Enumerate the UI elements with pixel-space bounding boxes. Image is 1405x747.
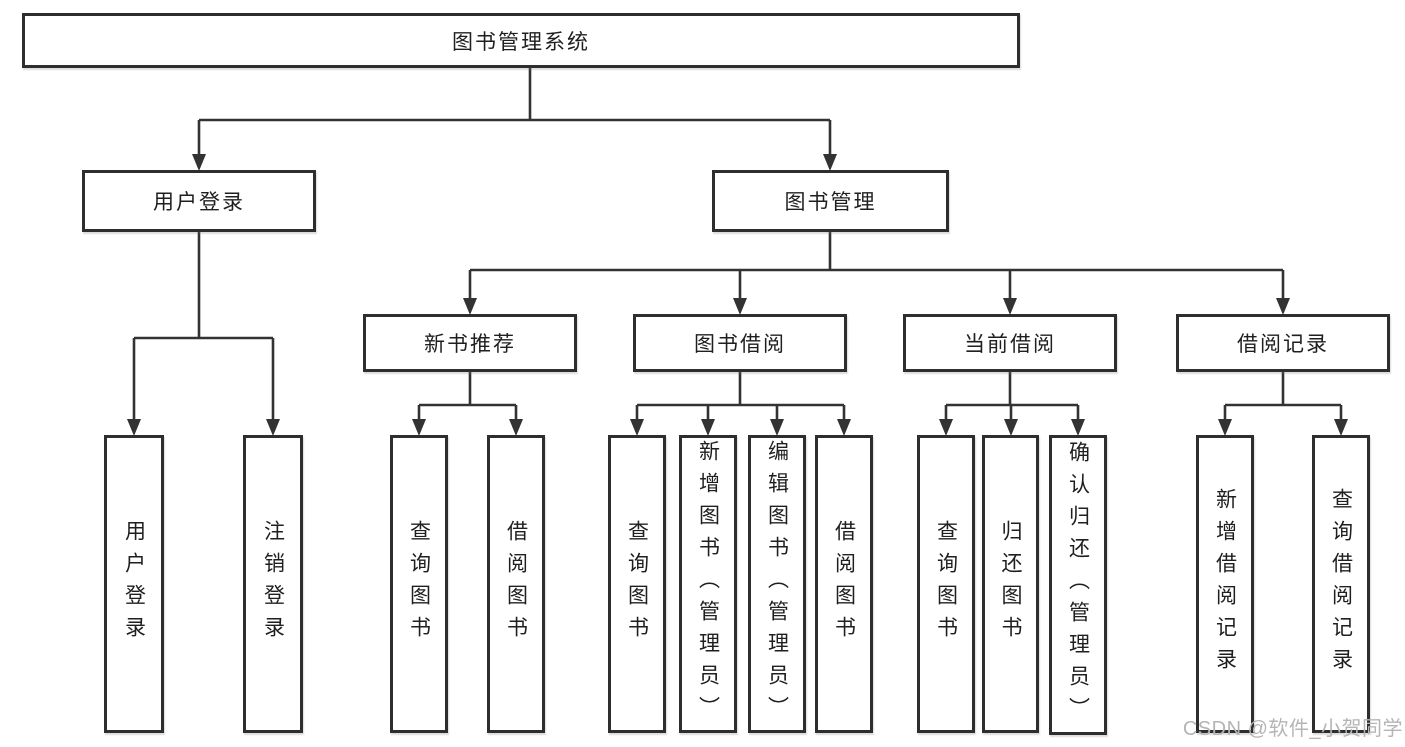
leaf-edit-book-admin: 编辑图书（管理员） [748,435,806,733]
leaf-user-login: 用户登录 [104,435,164,733]
connector-root-to-level1 [192,68,837,171]
node-library-management-system: 图书管理系统 [22,13,1020,68]
node-book-management: 图书管理 [712,170,949,232]
node-book-management-label: 图书管理 [784,191,877,214]
node-new-book-recommend: 新书推荐 [363,314,577,372]
node-current-borrow: 当前借阅 [903,314,1117,372]
connector-borrow-record-to-children [1218,372,1348,436]
leaf-query-book-current: 查询图书 [917,435,975,733]
leaf-confirm-return-admin-label: 确认归还（管理员） [1066,441,1090,729]
leaf-borrow-book-label: 借阅图书 [832,520,856,648]
leaf-add-borrow-record-label: 新增借阅记录 [1213,488,1237,680]
leaf-borrow-book-recommend: 借阅图书 [487,435,545,733]
leaf-query-book-current-label: 查询图书 [934,520,958,648]
node-current-borrow-label: 当前借阅 [964,333,1056,356]
connector-book-borrow-to-children [630,372,851,436]
leaf-return-book: 归还图书 [982,435,1039,733]
node-book-borrow: 图书借阅 [633,314,847,372]
node-library-management-system-label: 图书管理系统 [452,30,590,54]
leaf-borrow-book: 借阅图书 [815,435,873,733]
leaf-return-book-label: 归还图书 [999,520,1022,648]
leaf-query-borrow-record: 查询借阅记录 [1312,435,1370,733]
connector-book-management-to-level2 [463,232,1290,315]
csdn-watermark: CSDN @软件_小贺同学 [1182,718,1403,740]
leaf-user-login-label: 用户登录 [122,520,146,648]
leaf-edit-book-admin-label: 编辑图书（管理员） [765,440,789,728]
connector-new-book-to-children [412,372,523,436]
leaf-query-borrow-record-label: 查询借阅记录 [1329,488,1353,680]
node-user-login-label: 用户登录 [153,191,245,214]
leaf-add-book-admin: 新增图书（管理员） [679,435,737,733]
node-user-login: 用户登录 [82,170,316,232]
leaf-query-book-recommend: 查询图书 [390,435,448,733]
leaf-query-book-borrow-label: 查询图书 [625,520,649,648]
connector-current-borrow-to-children [939,372,1085,436]
node-book-borrow-label: 图书借阅 [694,333,786,356]
leaf-logout: 注销登录 [243,435,303,733]
connector-user-login-to-children [127,232,280,436]
leaf-borrow-book-recommend-label: 借阅图书 [504,520,528,648]
leaf-add-book-admin-label: 新增图书（管理员） [696,440,720,728]
leaf-query-book-borrow: 查询图书 [608,435,666,733]
leaf-query-book-recommend-label: 查询图书 [407,520,431,648]
node-new-book-recommend-label: 新书推荐 [424,333,516,356]
node-borrow-record: 借阅记录 [1176,314,1390,372]
node-borrow-record-label: 借阅记录 [1237,333,1329,356]
leaf-logout-label: 注销登录 [261,520,285,648]
leaf-add-borrow-record: 新增借阅记录 [1196,435,1254,733]
leaf-confirm-return-admin: 确认归还（管理员） [1049,435,1107,735]
